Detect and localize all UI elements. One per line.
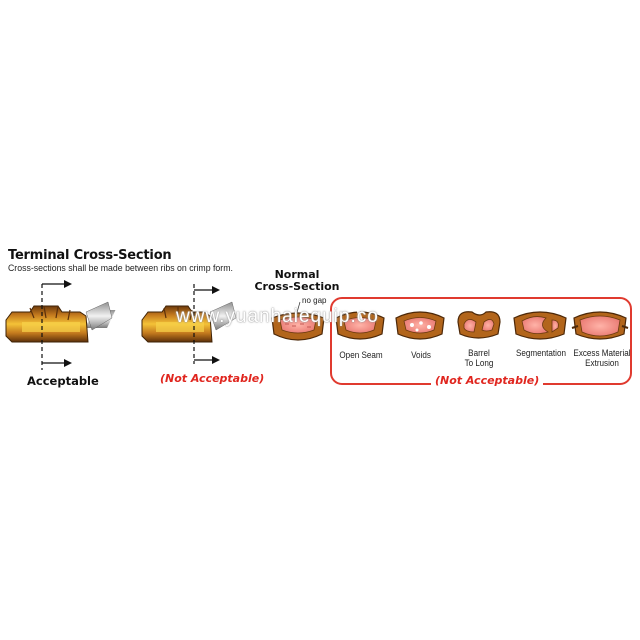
caption-barrel-to-long: Barrel To Long: [455, 348, 504, 368]
acceptable-label: Acceptable: [27, 374, 99, 388]
caption-open-seam: Open Seam: [335, 350, 387, 360]
excess-material-extrusion-figure: [571, 311, 629, 340]
caption-line: Segmentation: [515, 348, 566, 358]
normal-title-line2: Cross-Section: [254, 280, 340, 293]
caption-excess-material-extrusion: Excess Material Extrusion: [573, 348, 631, 368]
normal-cross-section-title: Normal Cross-Section: [252, 269, 342, 293]
open-seam-figure: [335, 309, 385, 340]
voids-figure: [395, 311, 445, 340]
barrel-to-long-figure: [457, 311, 501, 339]
section-title: Terminal Cross-Section: [8, 248, 172, 263]
caption-line: Open Seam: [339, 350, 383, 360]
defects-not-acceptable-label: (Not Acceptable): [431, 374, 544, 387]
caption-line: Excess Material: [573, 348, 631, 358]
watermark-text: www.yuanhaiequip.co: [176, 306, 379, 327]
caption-line: Barrel: [468, 348, 490, 358]
section-subtitle: Cross-sections shall be made between rib…: [8, 263, 233, 274]
caption-line: Extrusion: [585, 358, 619, 368]
terminal-acceptable-figure: [5, 280, 116, 370]
terminal-not-acceptable-figure: [141, 284, 237, 364]
caption-voids: Voids: [395, 350, 447, 360]
caption-segmentation: Segmentation: [511, 348, 570, 358]
normal-title-line1: Normal: [274, 268, 320, 281]
caption-line: To Long: [464, 358, 494, 368]
segmentation-figure: [513, 311, 567, 340]
caption-line: Voids: [411, 350, 431, 360]
not-acceptable-label: (Not Acceptable): [160, 372, 265, 385]
no-gap-label: no gap: [302, 296, 327, 305]
normal-cross-section-figure: [271, 301, 325, 341]
